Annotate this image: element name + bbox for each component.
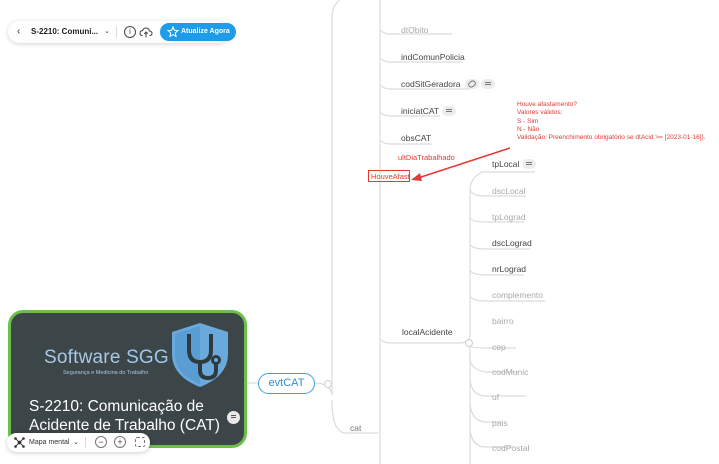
node-pais[interactable]: pais xyxy=(492,418,508,428)
fit-to-screen-icon[interactable] xyxy=(135,437,145,447)
central-topic[interactable]: Software SGG Segurança e Medicina do Tra… xyxy=(8,310,247,448)
central-topic-title: S-2210: Comunicação de Acidente de Traba… xyxy=(29,397,220,435)
note-icon[interactable] xyxy=(481,79,495,89)
node-tpLograd[interactable]: tpLograd xyxy=(492,212,526,222)
cloud-upload-icon[interactable] xyxy=(139,25,153,39)
node-cep[interactable]: cep xyxy=(492,342,506,352)
update-now-label: Atualize Agora xyxy=(181,28,230,35)
top-toolbar: ‹ S-2210: Comuni... ⌄ i Atualize Agora xyxy=(8,21,236,43)
zoom-out-button[interactable]: − xyxy=(95,436,107,448)
back-chevron-icon[interactable]: ‹ xyxy=(17,26,21,37)
node-cat[interactable]: cat xyxy=(350,423,362,433)
houveAfast-highlight-box xyxy=(368,170,410,182)
node-dtObito[interactable]: dtObito xyxy=(401,25,429,35)
link-icon[interactable] xyxy=(465,79,479,89)
node-uf[interactable]: uf xyxy=(492,392,500,402)
annotation-line: Houve afastamento? xyxy=(517,101,577,108)
node-codSitGeradora[interactable]: codSitGeradora xyxy=(401,79,461,89)
brand-logo-text: Software SGG xyxy=(44,347,169,368)
view-mode-dropdown[interactable]: Mapa mental xyxy=(29,439,70,446)
controls-divider xyxy=(85,437,86,448)
node-codMunic[interactable]: codMunic xyxy=(492,367,529,377)
map-title-dropdown[interactable]: S-2210: Comuni... xyxy=(31,27,99,36)
annotation-line: Valores válidos: xyxy=(517,109,563,117)
node-dscLocal[interactable]: dscLocal xyxy=(492,186,526,196)
node-evtCAT[interactable]: evtCAT xyxy=(258,373,315,394)
central-title-line: Acidente de Trabalho (CAT) xyxy=(29,417,220,434)
annotation-line: Validação: Preenchimento obrigatório se … xyxy=(517,134,706,142)
node-localAcidente[interactable]: localAcidente xyxy=(402,327,453,337)
central-title-line: S-2210: Comunicação de xyxy=(29,398,204,415)
annotation-line: N - Não xyxy=(517,125,540,133)
node-indComunPolicia[interactable]: indComunPolicia xyxy=(401,52,465,62)
toolbar-divider xyxy=(116,26,117,38)
zoom-in-button[interactable]: + xyxy=(114,436,126,448)
node-houveAfast[interactable]: HouveAfast xyxy=(371,172,410,181)
note-icon[interactable] xyxy=(442,106,456,116)
node-complemento[interactable]: complemento xyxy=(492,290,544,300)
update-now-button[interactable]: Atualize Agora xyxy=(160,23,236,41)
brand-tagline: Segurança e Medicina do Trabalho xyxy=(63,370,149,376)
node-tpLocal[interactable]: tpLocal xyxy=(492,159,520,169)
note-icon[interactable] xyxy=(522,159,536,169)
node-codPostal[interactable]: codPostal xyxy=(492,443,530,453)
shield-stethoscope-logo-icon xyxy=(172,323,228,387)
node-iniciatCAT[interactable]: iniciatCAT xyxy=(401,106,440,116)
chevron-down-icon[interactable]: ⌄ xyxy=(73,439,79,446)
annotation-line: S - Sim xyxy=(517,117,539,125)
node-ultDiaTrabalhado[interactable]: ultDiaTrabalhado xyxy=(398,153,455,162)
map-controls: Mapa mental ⌄ − + xyxy=(7,433,150,452)
houveAfast-annotation: Houve afastamento? Valores válidos: S - … xyxy=(517,101,706,142)
note-icon[interactable] xyxy=(227,411,240,424)
node-obsCAT[interactable]: obsCAT xyxy=(401,133,432,143)
node-nrLograd[interactable]: nrLograd xyxy=(492,264,527,274)
star-icon xyxy=(167,26,179,38)
node-bairro[interactable]: bairro xyxy=(492,316,514,326)
info-icon[interactable]: i xyxy=(124,26,136,38)
chevron-down-icon[interactable]: ⌄ xyxy=(104,28,110,35)
node-dscLograd[interactable]: dscLograd xyxy=(492,238,532,248)
mind-map-icon xyxy=(14,437,25,448)
